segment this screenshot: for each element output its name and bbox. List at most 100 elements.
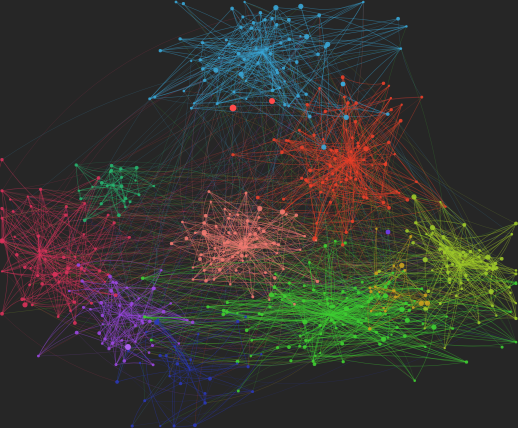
- purple-edge: [119, 314, 136, 326]
- salmon-edge: [208, 191, 284, 270]
- teal-green-edge: [75, 164, 80, 191]
- yellow-green-edge: [456, 264, 462, 297]
- inter-cluster-edge: [332, 173, 386, 288]
- green-edge: [207, 306, 331, 316]
- inter-cluster-edge: [142, 278, 278, 348]
- red-edge: [349, 159, 384, 203]
- red-node: [357, 144, 361, 148]
- inter-cluster-edge: [246, 98, 397, 192]
- inter-cluster-edge: [154, 27, 242, 98]
- salmon-node: [240, 253, 244, 258]
- blue-edge: [245, 80, 347, 118]
- green-edge: [329, 314, 386, 318]
- salmon-edge: [259, 208, 318, 282]
- green-node: [375, 313, 378, 317]
- salmon-edge: [219, 247, 245, 270]
- crimson-edge: [1, 177, 99, 242]
- salmon-edge: [246, 217, 260, 247]
- green-edge: [329, 306, 363, 316]
- inter-cluster-edge: [223, 44, 234, 311]
- green-edge: [313, 245, 326, 291]
- green-edge: [315, 282, 517, 357]
- inter-cluster-edge: [153, 53, 239, 187]
- salmon-edge: [235, 247, 245, 271]
- red-edge: [281, 102, 357, 153]
- red-edge: [322, 142, 389, 183]
- inter-cluster-edge: [300, 6, 356, 289]
- inter-cluster-edge: [240, 172, 358, 245]
- yellow-green-edge: [426, 250, 480, 310]
- inter-cluster-edge: [108, 226, 264, 275]
- green-node: [356, 290, 361, 295]
- purple-edge: [119, 298, 139, 316]
- red-node: [387, 205, 391, 210]
- yellow-green-edge: [459, 261, 474, 266]
- inter-cluster-edge: [247, 212, 377, 230]
- inter-cluster-edge: [54, 274, 158, 321]
- inter-cluster-edge: [357, 142, 453, 254]
- purple-node: [76, 263, 81, 267]
- green-edge: [259, 313, 331, 316]
- purple-edge: [101, 311, 124, 344]
- green-edge: [144, 316, 290, 348]
- green-edge: [308, 335, 356, 341]
- yellow-green-node: [514, 316, 518, 321]
- green-node: [236, 312, 239, 315]
- red-edge: [349, 159, 357, 180]
- purple-edge: [102, 314, 121, 344]
- crimson-edge: [42, 270, 100, 285]
- red-edge: [349, 159, 400, 194]
- navy-edge: [156, 322, 191, 360]
- inter-cluster-edge: [242, 76, 343, 82]
- salmon-edge: [243, 247, 276, 279]
- green-edge: [274, 286, 377, 333]
- crimson-edge: [27, 196, 76, 258]
- green-node: [386, 336, 390, 339]
- green-node: [395, 326, 399, 329]
- inter-cluster-edge: [179, 38, 414, 243]
- salmon-edge: [224, 208, 283, 214]
- inter-cluster-edge: [273, 242, 415, 302]
- blue-node: [203, 78, 207, 82]
- green-node: [319, 351, 322, 355]
- blue-edge: [261, 42, 282, 53]
- salmon-edge: [204, 242, 275, 271]
- blue-node: [279, 41, 283, 45]
- crimson-edge: [1, 218, 100, 272]
- salmon-edge: [204, 232, 245, 249]
- salmon-edge: [215, 225, 241, 245]
- green-edge: [271, 294, 331, 316]
- inter-cluster-edge: [27, 194, 453, 254]
- salmon-edge: [203, 233, 245, 249]
- navy-node: [193, 423, 197, 428]
- purple-edge: [115, 305, 132, 365]
- blue-edge: [283, 1, 364, 69]
- crimson-edge: [37, 189, 41, 256]
- olive-node: [403, 268, 407, 272]
- blue-edge: [346, 48, 402, 118]
- purple-node: [122, 359, 127, 363]
- red-edge: [355, 97, 392, 180]
- inter-cluster-edge: [305, 94, 332, 320]
- yellow-green-edge: [464, 224, 474, 262]
- inter-cluster-edge: [299, 244, 343, 347]
- salmon-edge: [237, 214, 317, 241]
- blue-edge: [261, 51, 286, 105]
- green-edge: [346, 308, 404, 315]
- blue-edge: [200, 46, 319, 61]
- red-node: [339, 180, 343, 184]
- purple-edge: [119, 314, 188, 321]
- green-edge: [389, 281, 407, 304]
- crimson-edge: [1, 208, 41, 256]
- inter-cluster-edge: [245, 26, 407, 82]
- salmon-edge: [205, 256, 233, 282]
- purple-edge: [135, 270, 162, 342]
- teal-green-edge: [111, 184, 120, 216]
- blue-edge: [260, 12, 407, 31]
- inter-cluster-edge: [335, 85, 390, 185]
- salmon-edge: [203, 233, 223, 261]
- inter-cluster-edge: [16, 35, 301, 255]
- blue-edge: [160, 47, 297, 63]
- crimson-edge: [14, 236, 116, 296]
